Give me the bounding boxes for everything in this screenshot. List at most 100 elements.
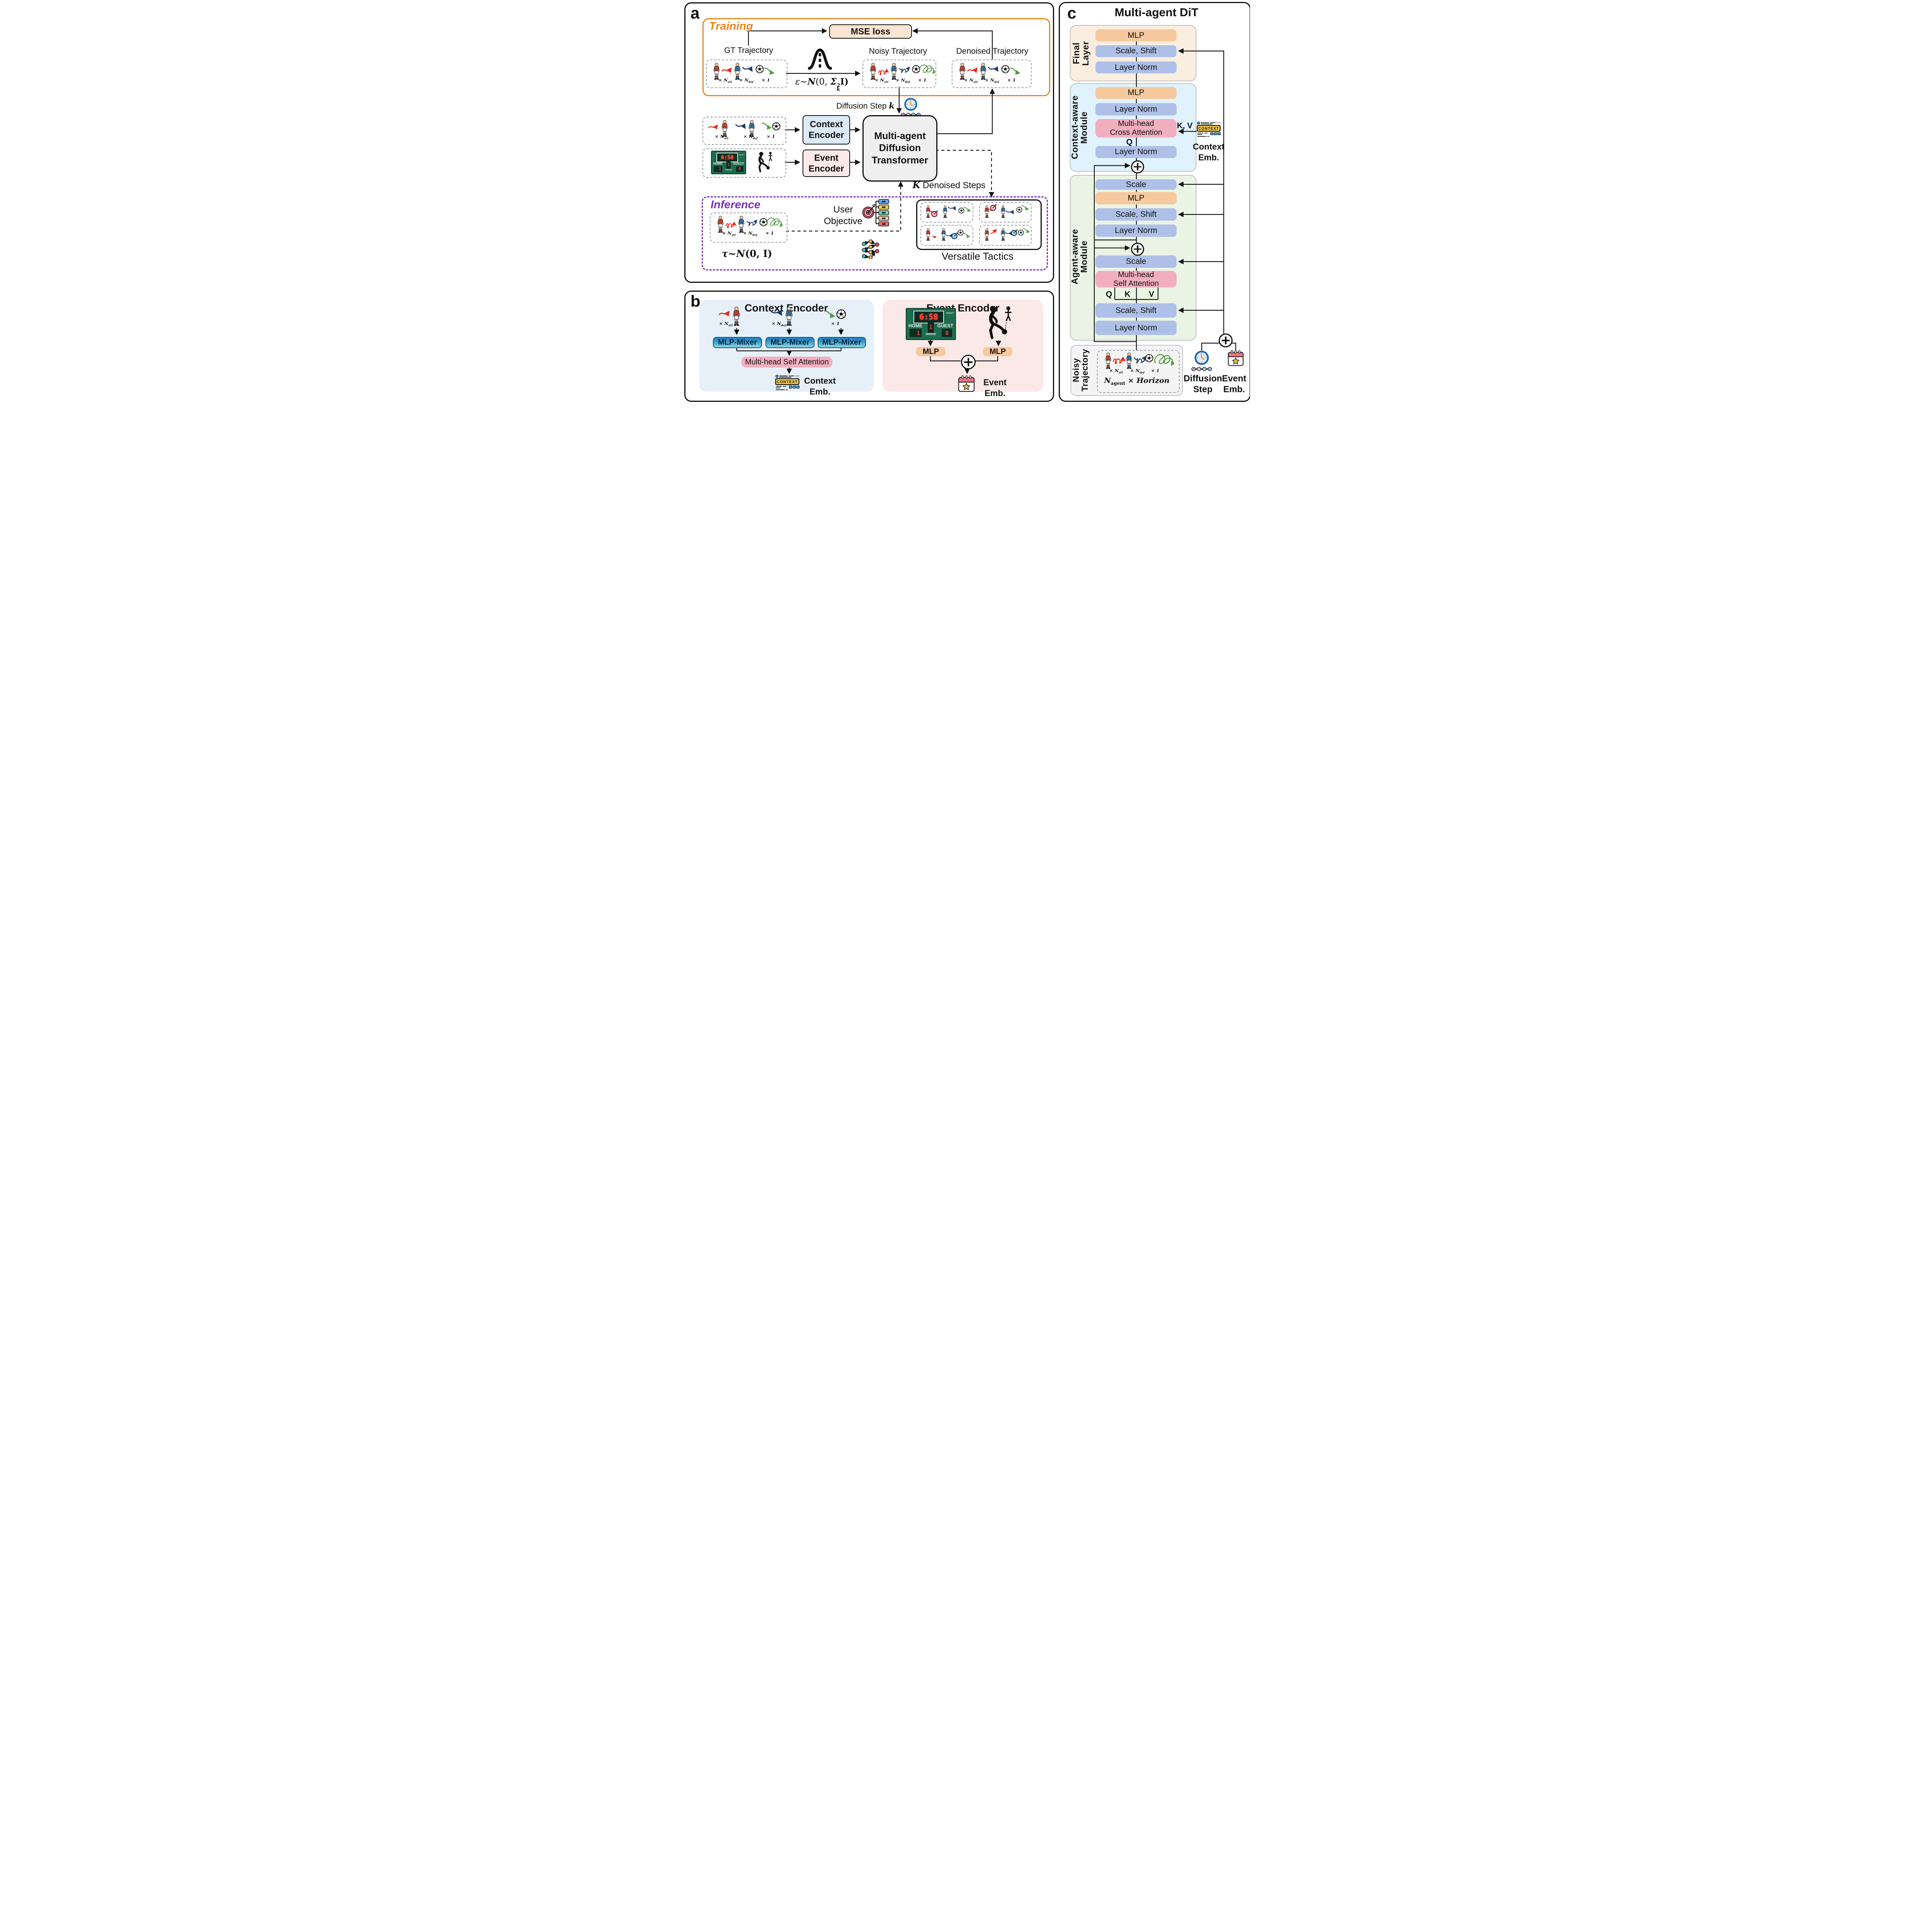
defender-player-icon	[732, 63, 743, 80]
q-label: Q	[1126, 138, 1133, 146]
ball-arrow-icon	[765, 215, 782, 230]
figure: a Training MSE loss GT Trajectory Noisy …	[682, 0, 1250, 402]
arr-smoothg-icon	[962, 232, 971, 238]
noisy-trajectory-box: × Natt × Ndef × 1	[862, 60, 936, 88]
diffusion-clock-icon	[1194, 350, 1210, 366]
ball-count-label: × 1	[1007, 77, 1016, 83]
attacker-count-label: × Natt	[719, 321, 733, 327]
versatile-tactics-box	[916, 199, 1042, 250]
attacker-player-icon	[711, 63, 722, 80]
n-agent-horizon-label: Nagent × Horizon	[1104, 376, 1170, 386]
attacker-player-icon	[868, 63, 878, 80]
ball-count-label: × 1	[767, 134, 775, 139]
scoreboard-icon-b: 6:58 VARSITY HOME GUEST 1 1 0 PERIOD	[906, 308, 956, 340]
agent-residual-oplus	[1131, 242, 1144, 256]
panel-c-title: Multi-agent DiT	[1114, 6, 1199, 19]
mhsa-box-b: Multi-head Self Attention	[742, 357, 832, 367]
mlp-box-b2: MLP	[983, 347, 1012, 356]
training-box	[702, 18, 1050, 96]
attacker-arrow-icon	[721, 66, 733, 75]
event-input-box	[702, 148, 786, 178]
noisy-defender-icon	[1124, 352, 1134, 369]
globe-translate-icon	[838, 239, 854, 259]
arr-smoothg-icon	[963, 206, 971, 212]
player-b-icon	[999, 205, 1007, 218]
attacker-arrow-icon	[725, 219, 736, 228]
panel-c-label: c	[1067, 4, 1077, 22]
tau-formula: τ~N(0, I)	[721, 248, 772, 259]
defender-count-label: × Ndef	[739, 77, 753, 84]
agent-scale-shift-box-2: Scale, Shift	[1095, 303, 1177, 318]
defender-arrow-icon	[988, 65, 999, 74]
defender-player-icon	[783, 306, 795, 327]
ball-icon	[1016, 207, 1022, 213]
mlp-mixer-box-3: MLP-Mixer	[818, 337, 866, 348]
cross-attention-box: Multi-head Cross Attention	[1095, 119, 1177, 138]
ball-icon	[836, 309, 846, 319]
final-mlp-box: MLP	[1095, 29, 1177, 41]
agent-scale-box-1: Scale	[1095, 179, 1177, 190]
ball-count-label: × 1	[918, 77, 927, 83]
attacker-arrow-icon	[878, 66, 889, 75]
cond-sum-oplus	[1219, 333, 1233, 347]
kicking-player-icon-b	[983, 304, 1014, 340]
noisy-attacker-scribble-icon	[1112, 353, 1126, 364]
arr-smoothn-icon	[1005, 209, 1015, 216]
mlp-mixer-box-2: MLP-Mixer	[765, 337, 815, 348]
gt-trajectory-box: × Natt × Ndef × 1	[706, 60, 787, 88]
noisy-trajectory-label-c: Noisy Trajectory	[1071, 349, 1090, 391]
user-objective-icon	[862, 198, 890, 226]
context-emb-icon-b: CONTEXT	[775, 375, 800, 391]
tactic-box-1	[920, 202, 973, 223]
event-emb-label-c: Event Emb.	[1222, 373, 1247, 394]
mlp-mixer-box-1: MLP-Mixer	[713, 337, 762, 348]
mse-loss-box: MSE loss	[829, 24, 912, 39]
context-encoder-title: Context Encoder	[744, 302, 828, 314]
defender-count-label: × Ndef	[772, 321, 786, 327]
defender-arrow-icon	[770, 308, 783, 318]
versatile-tactics-label: Versatile Tactics	[942, 250, 1014, 262]
player-b-icon	[999, 228, 1007, 241]
ball-arrow-icon	[761, 121, 772, 130]
network-icon	[862, 240, 879, 259]
agent-aware-label: Agent-aware Module	[1070, 229, 1089, 284]
attacker-count-label: × Natt	[718, 77, 732, 84]
event-sum-oplus	[961, 355, 976, 369]
ball-arrow-icon	[1009, 66, 1021, 75]
defender-count-label: × Ndef	[985, 77, 999, 84]
defender-count-label: × Ndef	[743, 230, 757, 237]
arr-smoothg-icon	[1022, 227, 1030, 233]
context-emb-label-c: Context Emb.	[1193, 142, 1225, 162]
noisy-ball-count: × 1	[1151, 368, 1160, 373]
denoised-trajectory-box: × Natt × Ndef × 1	[952, 60, 1032, 88]
arr-shortr-icon	[929, 209, 934, 213]
context-encoder-box: Context Encoder	[803, 115, 850, 145]
target-b-icon	[1011, 230, 1018, 236]
user-objective-label: User Objective	[823, 204, 863, 226]
defender-player-icon	[736, 216, 747, 233]
noisy-ball-scribble-icon	[1152, 351, 1174, 369]
player-r-icon	[983, 228, 991, 241]
noisy-att-count: × Natt	[1109, 368, 1123, 374]
gaussian-icon	[808, 46, 832, 71]
ball-count-label: × 1	[831, 321, 840, 326]
arr-strr-icon	[990, 229, 998, 235]
ctx-mlp-box: MLP	[1095, 87, 1177, 99]
defender-player-icon	[747, 120, 757, 138]
ball-icon	[1018, 230, 1024, 236]
attacker-player-icon	[719, 120, 730, 138]
k-denoised-steps-label: K Denoised Steps	[912, 180, 986, 190]
event-emb-calendar-icon-c	[1227, 350, 1244, 367]
svg-text:CONTEXT: CONTEXT	[777, 380, 798, 384]
inference-box	[702, 196, 1048, 270]
panel-a-label: a	[690, 4, 700, 22]
defender-arrow-icon	[742, 65, 753, 74]
attacker-count-label: × Natt	[722, 230, 736, 237]
noisy-trajectory-label: Noisy Trajectory	[869, 47, 927, 56]
final-scale-shift-box: Scale, Shift	[1095, 45, 1177, 57]
rules-icon	[814, 239, 829, 259]
ball-icon	[1001, 65, 1010, 73]
inference-noise-box: × Natt × Ndef × 1	[710, 213, 787, 243]
attacker-arrow-icon	[967, 66, 978, 75]
